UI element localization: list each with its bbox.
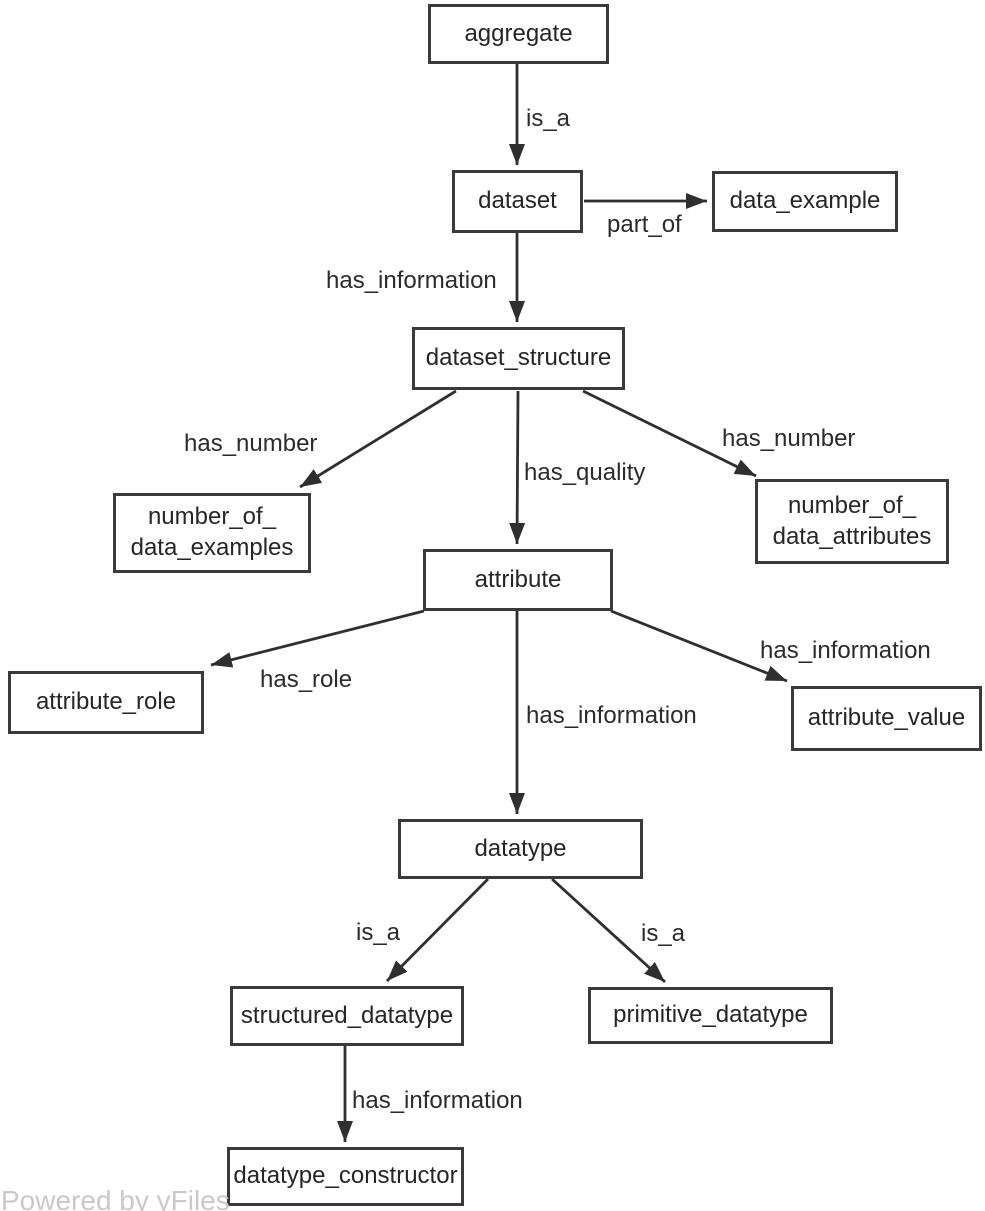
node-datatype[interactable]: datatype xyxy=(398,819,643,879)
edge-label-is-a-left: is_a xyxy=(356,919,401,946)
node-dataset-structure[interactable]: dataset_structure xyxy=(412,327,625,390)
node-label: datatype xyxy=(474,834,567,862)
edge-dataset-structure-to-attribute xyxy=(509,390,526,545)
node-label-line1: number_of_ xyxy=(147,503,277,531)
node-number-of-data-attributes[interactable]: number_of_ data_attributes xyxy=(755,479,949,564)
node-data-example[interactable]: data_example xyxy=(712,171,898,232)
node-primitive-datatype[interactable]: primitive_datatype xyxy=(588,987,833,1044)
node-label: attribute_value xyxy=(807,704,966,732)
node-aggregate[interactable]: aggregate xyxy=(428,4,609,64)
edge-datatype-to-structured-datatype xyxy=(386,878,489,982)
edge-label-has-information-right: has_information xyxy=(760,637,931,664)
node-number-of-data-examples[interactable]: number_of_ data_examples xyxy=(113,493,311,573)
edge-label-has-number-right: has_number xyxy=(722,425,856,452)
node-label-line2: data_examples xyxy=(130,534,294,561)
edge-label-has-number-left: has_number xyxy=(184,430,318,457)
node-label: dataset_structure xyxy=(425,344,612,372)
node-structured-datatype[interactable]: structured_datatype xyxy=(230,986,464,1046)
node-label: dataset xyxy=(478,187,557,215)
edge-attribute-to-attribute-value xyxy=(610,609,788,683)
node-attribute[interactable]: attribute xyxy=(423,549,613,611)
node-label: datatype_constructor xyxy=(233,1162,458,1190)
node-label: attribute xyxy=(474,565,562,593)
edge-label-has-information-center: has_information xyxy=(526,702,697,729)
node-label-line2: data_attributes xyxy=(772,522,932,550)
edge-dataset-structure-to-number-of-data-attributes xyxy=(582,389,757,478)
edge-label-has-role: has_role xyxy=(260,666,353,693)
edge-label-is-a-top: is_a xyxy=(526,105,571,132)
node-label: attribute_role xyxy=(35,688,177,716)
node-label: data_example xyxy=(729,187,881,215)
node-attribute-value[interactable]: attribute_value xyxy=(791,686,982,751)
yfiles-watermark[interactable]: Powered by yFiles xyxy=(1,1185,230,1211)
edge-datatype-to-primitive-datatype xyxy=(551,877,666,984)
edge-label-has-information-top: has_information xyxy=(326,267,497,294)
edge-attribute-to-attribute-role xyxy=(210,609,425,668)
node-dataset[interactable]: dataset xyxy=(452,170,583,233)
node-label: aggregate xyxy=(464,19,573,47)
node-datatype-constructor[interactable]: datatype_constructor xyxy=(227,1147,464,1206)
edge-label-is-a-right: is_a xyxy=(641,920,686,947)
edge-label-has-information-bottom: has_information xyxy=(352,1087,523,1114)
node-label-line1: number_of_ xyxy=(787,491,917,519)
edge-dataset-structure-to-number-of-data-examples xyxy=(299,389,457,489)
node-attribute-role[interactable]: attribute_role xyxy=(8,671,204,734)
edge-label-has-quality: has_quality xyxy=(524,459,646,486)
node-label: structured_datatype xyxy=(240,1001,454,1029)
node-label: primitive_datatype xyxy=(613,1001,808,1029)
edge-label-part-of: part_of xyxy=(607,211,682,238)
